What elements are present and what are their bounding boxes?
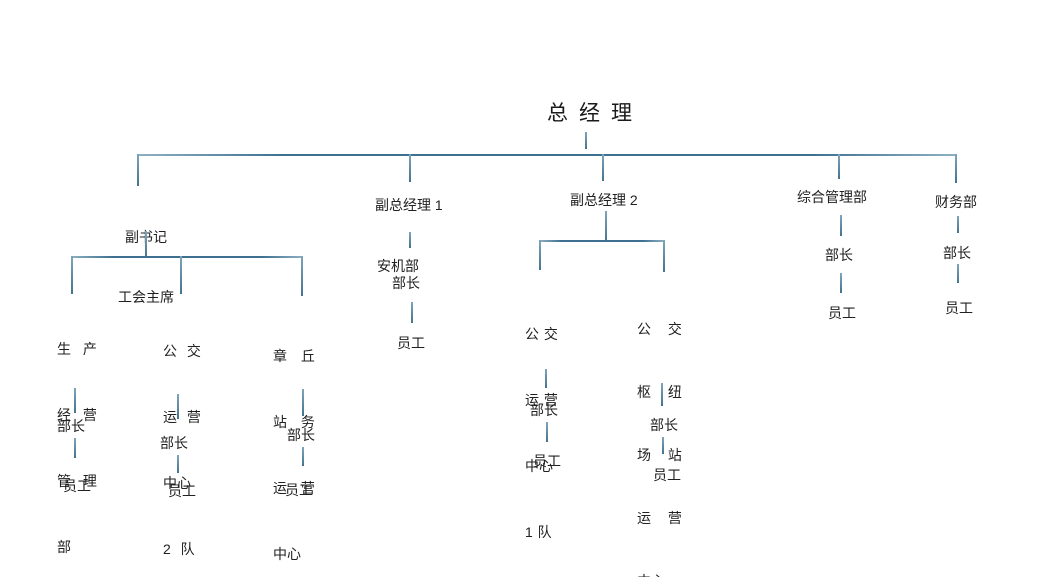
node-line: 公 交 [163,343,201,359]
connector-bus2-head-stub [177,394,179,419]
connector-drop-zhangqiu-center [301,256,303,296]
org-node-bus2-head: 部长 [160,435,188,451]
org-node-finance-staff: 员工 [945,300,973,316]
connector-zhangqiu-head-stub [302,389,304,416]
connector-bus2-staff-stub [177,455,179,473]
connector-deputy-stub [145,231,147,258]
org-node-production-head: 部长 [57,418,85,434]
node-line: 站 务 [273,414,315,430]
org-node-hub-head: 部长 [650,417,678,433]
node-line: 1 队 [525,524,552,540]
org-node-anji-staff: 员工 [397,335,425,351]
connector-drop-bus-center-1 [539,240,541,270]
org-node-admin-staff: 员工 [828,305,856,321]
org-node-general-manager: 总经理 [547,102,643,125]
connector-main-horizontal [137,154,957,156]
connector-production-head-stub [74,388,76,413]
org-node-vp1: 副总经理 1 [375,197,443,213]
node-line: 中心 [273,546,301,562]
node-line: 场 站 [637,447,682,463]
org-node-finance-head: 部长 [943,245,971,261]
org-node-bus1-staff: 员工 [533,453,561,469]
connector-drop-vp1 [409,154,411,182]
node-line: 公 交 [525,326,558,342]
connector-drop-hub-center [663,240,665,272]
org-node-zhangqiu-center: 章 丘 站 务 运 营 中心 [273,301,329,577]
node-line: 中心 [637,571,705,577]
node-line: 经 营 [57,407,97,423]
node-line: 枢 纽 [637,384,682,400]
node-line: 公 交 [637,321,682,337]
node-line: 部 [57,539,71,555]
org-node-anji-head: 部长 [392,275,420,291]
connector-drop-vp2 [602,154,604,181]
org-node-bus1-head: 部长 [530,402,558,418]
node-line: 运 营 [163,409,201,425]
org-node-zhangqiu-head: 部长 [287,427,315,443]
connector-production-staff-stub [74,438,76,458]
node-line: 运 营 [637,510,682,526]
org-node-bus-center-2: 公 交 运 营 中心 2 队 [163,296,203,577]
connector-drop-production-dept [71,256,73,294]
org-node-finance-dept: 财务部 [935,194,977,210]
connector-admin-head-stub [840,215,842,236]
connector-bus1-head-stub [545,369,547,388]
org-node-admin-dept: 综合管理部 [797,189,867,205]
org-node-hub-center: 公 交 枢 纽 场 站 运 营 中心 [637,277,705,577]
org-node-hub-staff: 员工 [653,467,681,483]
node-line: 2 队 [163,541,195,557]
connector-root-stub [585,132,587,149]
connector-vp1-staff-stub [411,302,413,323]
node-line: 中心 [525,458,553,474]
node-line: 生 产 [57,341,97,357]
connector-deputy-horizontal [71,256,303,258]
org-node-anji-dept: 安机部 [377,258,419,274]
connector-vp1-dept-stub [409,232,411,248]
node-line: 中心 [163,475,191,491]
node-line: 运 营 [525,392,558,408]
org-node-bus-center-1: 公 交 运 营 中心 1 队 [525,279,558,577]
connector-vp2-horizontal [539,240,665,242]
connector-finance-head-stub [957,216,959,233]
connector-drop-admin-dept [838,154,840,179]
connector-drop-deputy-secretary [137,154,139,186]
node-line: 工会主席 [118,289,174,305]
org-node-production-dept: 生 产 经 营 管 理 部 [57,294,105,577]
node-line: 章 丘 [273,348,315,364]
connector-drop-bus-center-2 [180,256,182,294]
node-line: 运 营 [273,480,315,496]
org-node-bus2-staff: 员工 [168,483,196,499]
connector-zhangqiu-staff-stub [302,447,304,466]
org-node-zhangqiu-staff: 员工 [285,482,313,498]
connector-hub-staff-stub [662,437,664,454]
connector-hub-head-stub [661,383,663,406]
connector-vp2-stub [605,211,607,242]
org-node-production-staff: 员工 [63,478,91,494]
org-node-vp2: 副总经理 2 [570,192,638,208]
node-line: 管 理 [57,473,97,489]
connector-bus1-staff-stub [546,422,548,442]
connector-admin-staff-stub [840,273,842,293]
connector-finance-staff-stub [957,264,959,283]
org-node-admin-head: 部长 [825,247,853,263]
connector-drop-finance-dept [955,154,957,183]
